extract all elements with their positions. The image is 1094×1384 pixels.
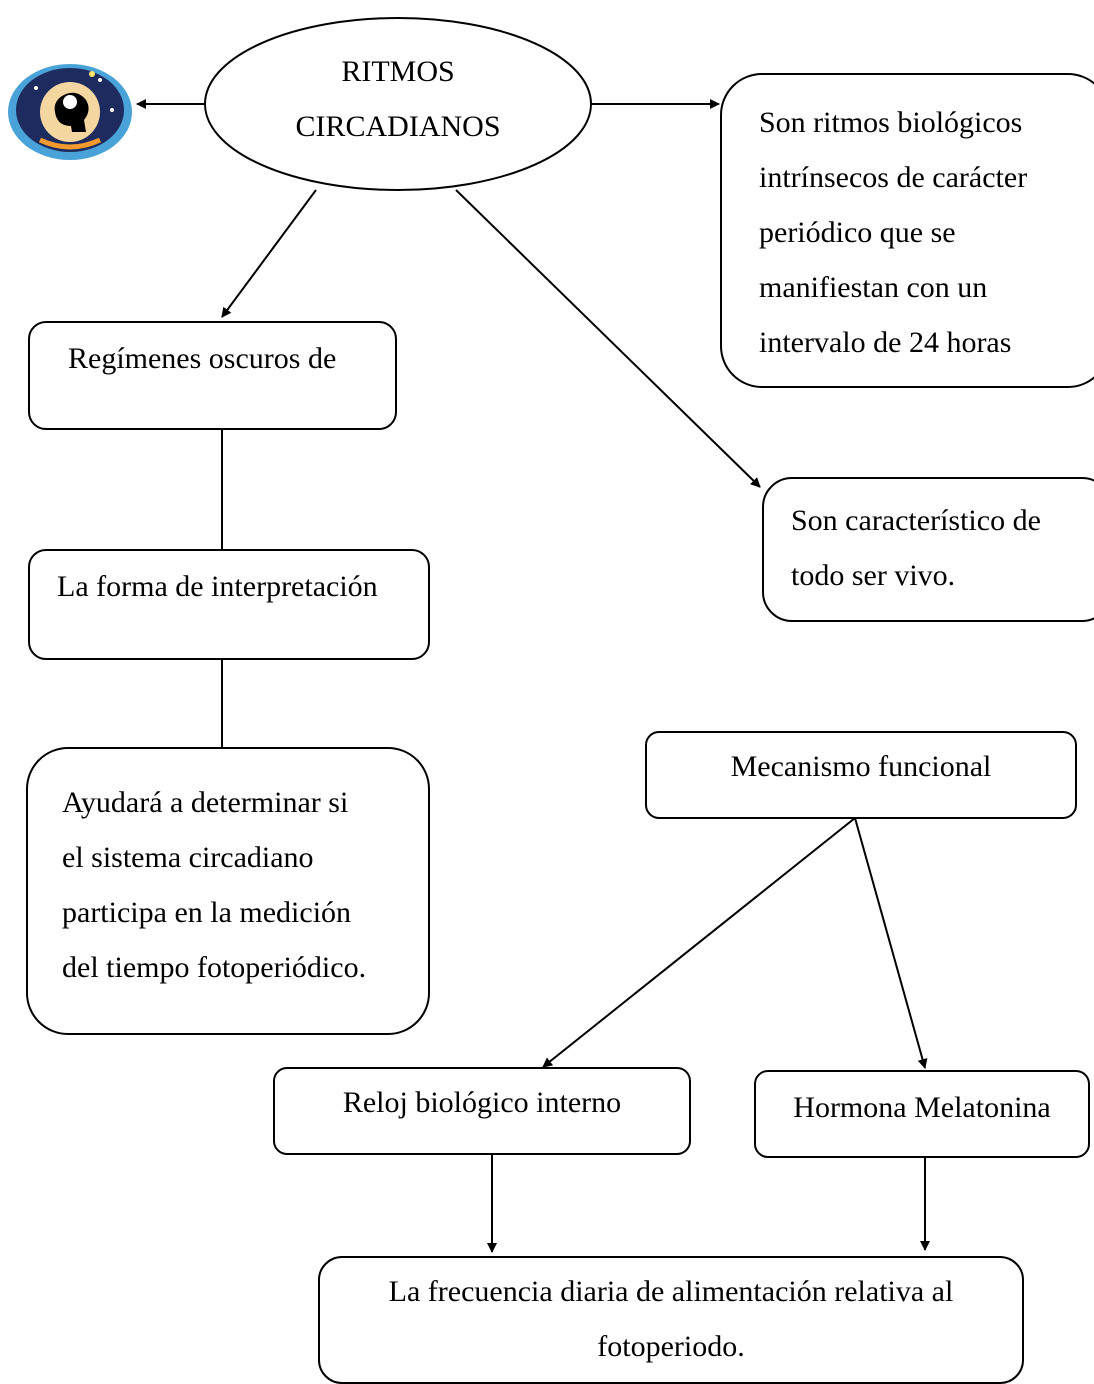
- interpretation-label: La forma de interpretación: [57, 570, 378, 603]
- determine-line-3: participa en la medición: [62, 896, 352, 929]
- determine-line-1: Ayudará a determinar si: [62, 786, 349, 819]
- characteristic-box: Son característico de todo ser vivo.: [762, 477, 1094, 622]
- determine-box: Ayudará a determinar si el sistema circa…: [26, 747, 430, 1035]
- hormone-box: Hormona Melatonina: [754, 1070, 1090, 1158]
- determine-line-4: del tiempo fotoperiódico.: [62, 951, 367, 984]
- characteristic-line-1: Son característico de: [791, 504, 1041, 537]
- definition-line-3: periódico que se: [759, 216, 956, 249]
- frequency-line-2: fotoperiodo.: [597, 1330, 745, 1363]
- clock-label: Reloj biológico interno: [342, 1086, 622, 1119]
- definition-line-5: intervalo de 24 horas: [759, 326, 1012, 359]
- clock-box: Reloj biológico interno: [273, 1067, 691, 1155]
- characteristic-line-2: todo ser vivo.: [791, 559, 956, 592]
- hormone-label: Hormona Melatonina: [793, 1091, 1051, 1124]
- determine-line-2: el sistema circadiano: [62, 841, 314, 874]
- arrow-to-clock: [542, 817, 856, 1068]
- mechanism-box: Mecanismo funcional: [645, 731, 1077, 819]
- definition-line-4: manifiestan con un: [759, 271, 988, 304]
- definition-line-1: Son ritmos biológicos: [759, 106, 1023, 139]
- regimes-box: Regímenes oscuros de: [28, 321, 397, 430]
- title-line-2: CIRCADIANOS: [295, 110, 501, 143]
- frequency-line-1: La frecuencia diaria de alimentación rel…: [388, 1275, 954, 1308]
- arrow-to-characteristic: [455, 189, 761, 488]
- arrow-to-regimes: [221, 189, 317, 318]
- arrow-to-hormone: [854, 817, 928, 1069]
- title-line-1: RITMOS: [341, 55, 455, 88]
- regimes-label: Regímenes oscuros de: [68, 342, 337, 375]
- frequency-box: La frecuencia diaria de alimentación rel…: [318, 1256, 1024, 1384]
- definition-box: Son ritmos biológicos intrínsecos de car…: [720, 73, 1094, 388]
- mechanism-label: Mecanismo funcional: [730, 750, 992, 783]
- interpretation-box: La forma de interpretación: [28, 549, 430, 660]
- circadian-head-icon: [8, 64, 132, 160]
- definition-line-2: intrínsecos de carácter: [759, 161, 1028, 194]
